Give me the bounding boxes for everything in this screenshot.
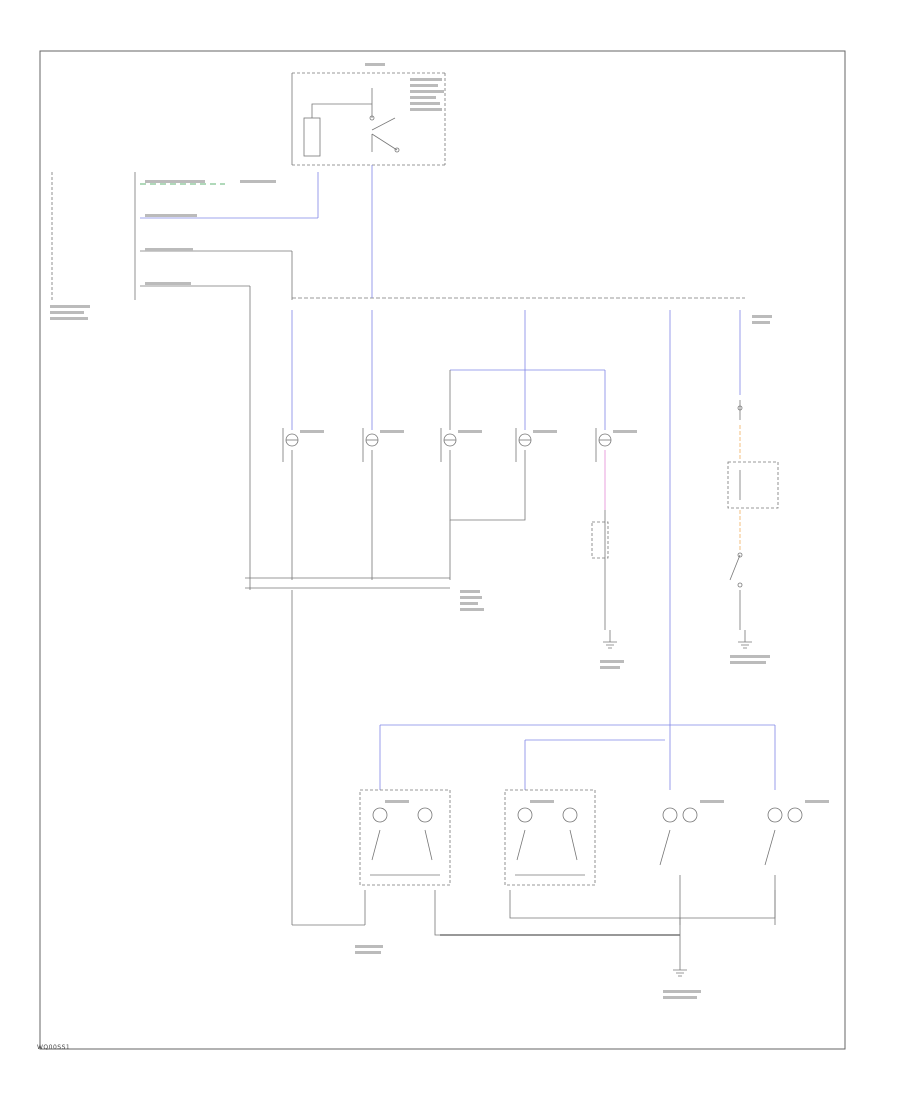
ground-3-icon [673,960,687,977]
diagram-frame-id: WQ00SS1 [37,1044,71,1051]
ground-bus-middle [245,577,450,589]
lamp-1-icon [282,428,299,462]
lamp-assembly-2 [504,789,596,886]
lamp-4-icon [515,428,532,462]
lamp-row-middle [282,428,612,462]
body-control-module [51,172,319,590]
lamp-5-icon [595,428,612,462]
lamp-assembly-3 [659,807,698,925]
lamp-assembly-4 [764,807,803,925]
diagram-frame [39,50,846,1050]
fuse-relay-block [291,72,446,166]
ground-1-icon [603,630,617,649]
right-switch-stack [727,400,779,630]
lamp-2-icon [362,428,379,462]
lamp-assembly-1 [359,789,451,886]
lamp-3-icon [440,428,457,462]
component-labels [50,63,829,999]
ground-2-icon [738,630,752,649]
